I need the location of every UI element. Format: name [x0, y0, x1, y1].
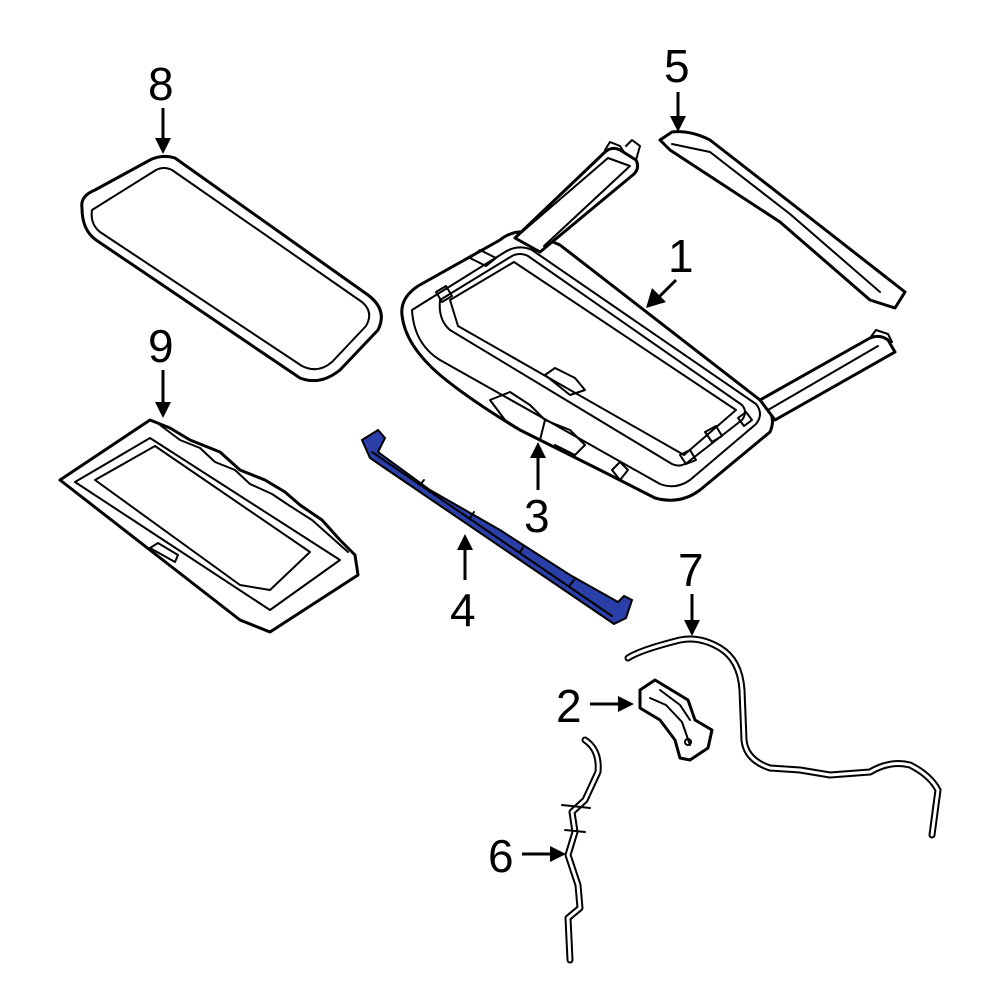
callout-arrows: [155, 92, 700, 862]
part-4-drain-trim[interactable]: [360, 428, 634, 626]
callout-5: 5: [664, 40, 690, 92]
callout-4: 4: [450, 584, 476, 636]
part-1-sunroof-frame[interactable]: [400, 139, 897, 502]
part-2-bracket[interactable]: [638, 678, 714, 762]
part-6-drain-hose[interactable]: [561, 736, 602, 964]
callout-3: 3: [524, 490, 550, 542]
callout-1: 1: [668, 230, 694, 282]
part-9-sunshade[interactable]: [58, 418, 360, 634]
part-8-glass-panel[interactable]: [80, 154, 383, 383]
callout-2: 2: [556, 680, 582, 732]
part-7-drain-hose[interactable]: [624, 635, 942, 839]
callout-7: 7: [678, 544, 704, 596]
callout-9: 9: [148, 320, 174, 372]
callout-6: 6: [488, 830, 514, 882]
part-5-seal-strip[interactable]: [658, 130, 907, 310]
callout-8: 8: [148, 58, 174, 110]
